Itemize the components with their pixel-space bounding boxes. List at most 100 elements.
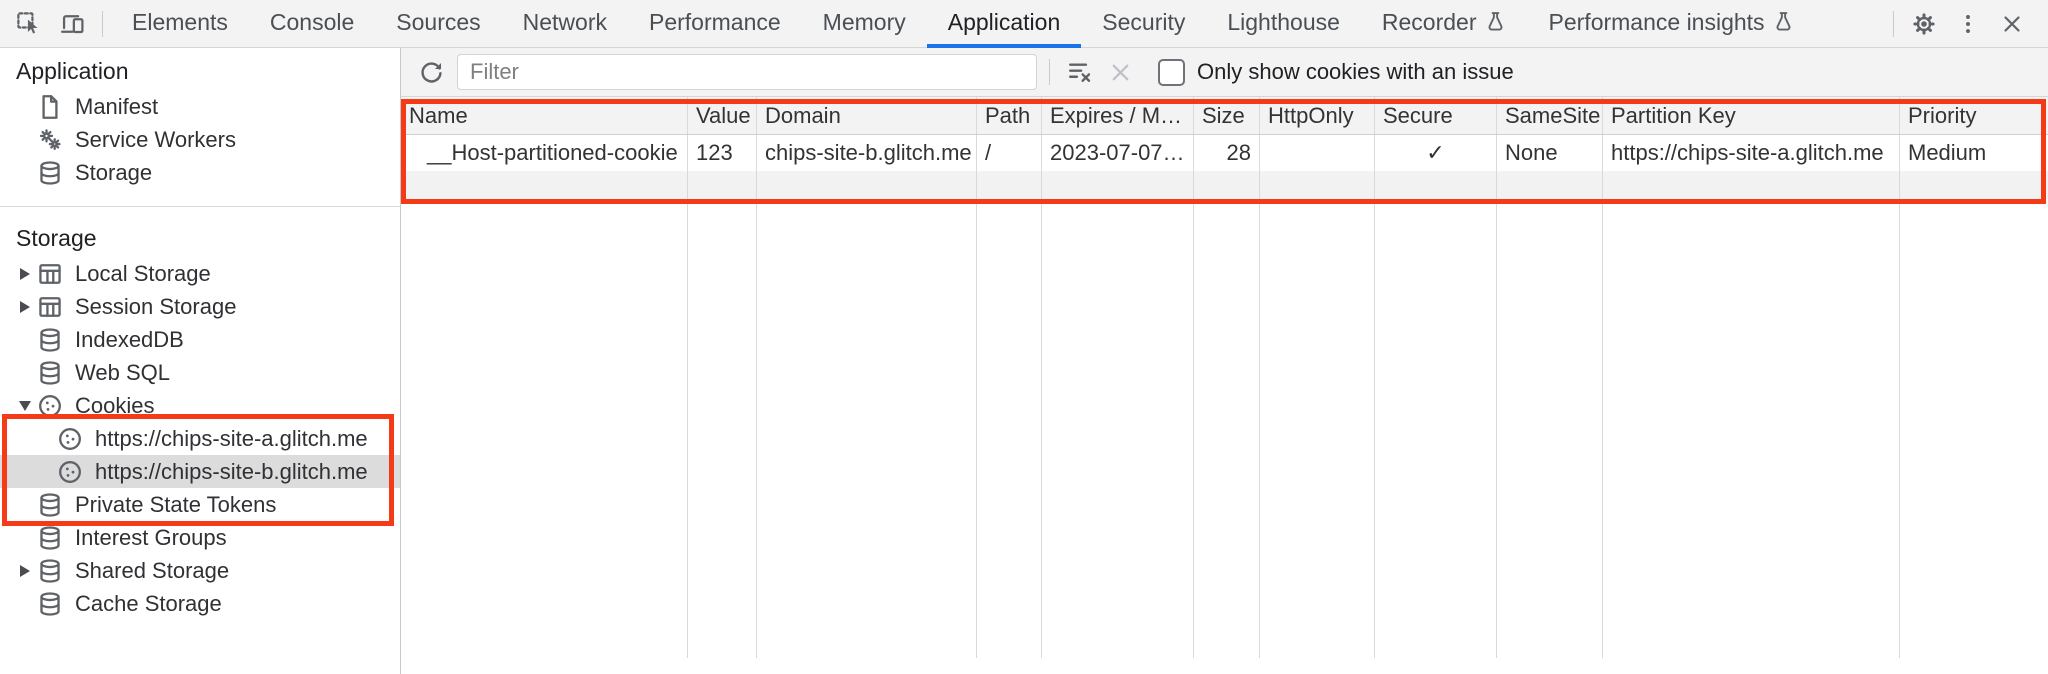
- tab-console[interactable]: Console: [249, 0, 375, 48]
- sidebar-item-interest-groups[interactable]: Interest Groups: [0, 521, 400, 554]
- chevron-right-icon[interactable]: [14, 267, 36, 280]
- chevron-right-icon[interactable]: [14, 300, 36, 313]
- database-icon: [36, 326, 64, 354]
- tab-sources[interactable]: Sources: [375, 0, 501, 48]
- database-icon: [36, 590, 64, 618]
- cookies-pane: Only show cookies with an issue Name Val…: [401, 48, 2048, 674]
- settings-button[interactable]: [1902, 0, 1946, 48]
- column-header-partition-key[interactable]: Partition Key: [1603, 97, 1900, 134]
- sidebar-item-service-workers[interactable]: Service Workers: [0, 123, 400, 156]
- chevron-right-icon[interactable]: [14, 564, 36, 577]
- filter-input[interactable]: [457, 54, 1037, 90]
- database-icon: [36, 359, 64, 387]
- sidebar-item-shared-storage[interactable]: Shared Storage: [0, 554, 400, 587]
- tab-performance[interactable]: Performance: [628, 0, 802, 48]
- sidebar-item-web-sql[interactable]: Web SQL: [0, 356, 400, 389]
- column-header-samesite[interactable]: SameSite: [1497, 97, 1603, 134]
- tree-item-label: Cache Storage: [75, 590, 222, 616]
- sidebar-item-cookies-chips-site-a[interactable]: https://chips-site-a.glitch.me: [0, 422, 400, 455]
- chevron-down-icon[interactable]: [14, 400, 36, 411]
- only-show-issue-checkbox[interactable]: [1158, 58, 1185, 86]
- sidebar-item-cache-storage[interactable]: Cache Storage: [0, 587, 400, 620]
- tree-item-label: Storage: [75, 159, 153, 185]
- tab-security[interactable]: Security: [1081, 0, 1206, 48]
- database-icon: [36, 557, 64, 585]
- cell-name: __Host-partitioned-cookie: [401, 135, 688, 171]
- table-icon: [36, 260, 64, 288]
- cell-expires: 2023-07-07…: [1042, 135, 1194, 171]
- application-panel-sidebar: Application Manifest S: [0, 48, 401, 674]
- cell-httponly: [1260, 135, 1375, 171]
- column-header-secure[interactable]: Secure: [1375, 97, 1497, 134]
- sidebar-item-indexeddb[interactable]: IndexedDB: [0, 323, 400, 356]
- device-toolbar-icon: [60, 15, 84, 34]
- tab-label: Network: [522, 8, 607, 35]
- sidebar-item-storage[interactable]: Storage: [0, 156, 400, 189]
- column-header-size[interactable]: Size: [1194, 97, 1260, 134]
- toolbar-divider: [1893, 10, 1894, 37]
- refresh-icon: [420, 61, 442, 83]
- delete-icon: [1112, 64, 1128, 80]
- cookie-icon: [56, 425, 84, 453]
- refresh-button[interactable]: [413, 48, 449, 96]
- flask-icon: [1776, 12, 1791, 31]
- tab-performance-insights[interactable]: Performance insights: [1528, 0, 1816, 48]
- cell-size: 28: [1194, 135, 1260, 171]
- cell-priority: Medium: [1908, 140, 1987, 165]
- sidebar-item-session-storage[interactable]: Session Storage: [0, 290, 400, 323]
- close-devtools-button[interactable]: [1990, 0, 2034, 48]
- toolbar-divider: [1049, 59, 1050, 85]
- column-header-path[interactable]: Path: [977, 97, 1042, 134]
- section-title-application: Application: [16, 58, 129, 84]
- empty-stripe-row: [401, 171, 2048, 199]
- toolbar-divider: [102, 10, 103, 37]
- sidebar-item-manifest[interactable]: Manifest: [0, 90, 400, 123]
- cell-value: 123: [688, 135, 757, 171]
- device-toolbar-button[interactable]: [50, 0, 94, 48]
- column-header-priority[interactable]: Priority: [1908, 103, 1977, 128]
- empty-grid-area: [401, 199, 2048, 658]
- clear-filter-button[interactable]: [1060, 48, 1100, 96]
- tab-recorder[interactable]: Recorder: [1361, 0, 1528, 48]
- column-header-name[interactable]: Name: [401, 97, 688, 134]
- sidebar-item-private-state-tokens[interactable]: Private State Tokens: [0, 488, 400, 521]
- tree-item-label: Private State Tokens: [75, 491, 277, 517]
- column-header-expires[interactable]: Expires / M…: [1042, 97, 1194, 134]
- tree-item-label: Manifest: [75, 93, 159, 119]
- tab-label: Performance insights: [1548, 8, 1765, 35]
- section-title-storage: Storage: [16, 225, 97, 251]
- tab-label: Performance: [649, 8, 781, 35]
- flask-icon: [1488, 12, 1503, 31]
- cookie-table-row[interactable]: __Host-partitioned-cookie 123 chips-site…: [401, 135, 2048, 171]
- tab-application[interactable]: Application: [926, 0, 1082, 48]
- delete-selected-button[interactable]: [1100, 48, 1140, 96]
- tree-item-label: Web SQL: [75, 359, 170, 385]
- sidebar-item-cookies-chips-site-b[interactable]: https://chips-site-b.glitch.me: [0, 455, 400, 488]
- cookie-icon: [56, 458, 84, 486]
- cookie-icon: [36, 392, 64, 420]
- tab-elements[interactable]: Elements: [111, 0, 249, 48]
- clear-filter-icon: [1068, 62, 1090, 82]
- column-header-domain[interactable]: Domain: [757, 97, 977, 134]
- only-show-issue-label[interactable]: Only show cookies with an issue: [1197, 59, 1514, 84]
- tab-label: Memory: [822, 8, 906, 35]
- tree-item-label: Session Storage: [75, 293, 237, 319]
- tab-lighthouse[interactable]: Lighthouse: [1206, 0, 1361, 48]
- cookies-table-header: Name Value Domain Path Expires / M… Size…: [401, 97, 2048, 135]
- tab-memory[interactable]: Memory: [802, 0, 927, 48]
- sidebar-item-cookies[interactable]: Cookies: [0, 389, 400, 422]
- column-header-httponly[interactable]: HttpOnly: [1260, 97, 1375, 134]
- tree-item-label: Local Storage: [75, 260, 211, 286]
- inspect-cursor-icon: [16, 12, 37, 34]
- column-header-value[interactable]: Value: [688, 97, 757, 134]
- sidebar-item-local-storage[interactable]: Local Storage: [0, 257, 400, 290]
- tree-item-label: IndexedDB: [75, 326, 184, 352]
- table-icon: [36, 293, 64, 321]
- inspect-element-button[interactable]: [6, 0, 50, 48]
- tree-item-label: https://chips-site-a.glitch.me: [95, 425, 368, 451]
- tab-network[interactable]: Network: [502, 0, 628, 48]
- more-options-button[interactable]: [1946, 0, 1990, 48]
- tab-label: Console: [269, 8, 355, 35]
- database-icon: [36, 491, 64, 519]
